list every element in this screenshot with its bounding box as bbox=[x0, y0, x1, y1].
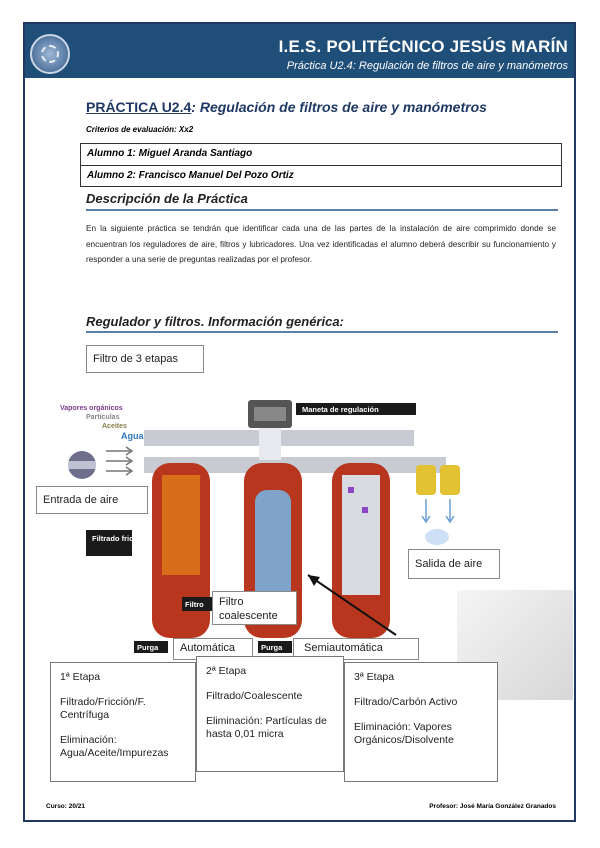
label-purga-1: Purga bbox=[137, 643, 159, 652]
evaluation-criteria: Criterios de evaluación: Xx2 bbox=[86, 125, 193, 134]
stage-1-process: Filtrado/Fricción/F. Centrífuga bbox=[60, 696, 186, 722]
label-agua: Agua bbox=[121, 431, 144, 441]
label-purga-2: Purga bbox=[261, 643, 283, 652]
stage-2-removal: Eliminación: Partículas de hasta 0,01 mi… bbox=[206, 715, 334, 741]
stage-2-title: 2ª Etapa bbox=[206, 665, 334, 678]
label-vapores: Vapores orgánicos bbox=[60, 405, 123, 412]
callout-filtro-coalescente: Filtro coalescente bbox=[212, 591, 297, 625]
label-maneta: Maneta de regulación bbox=[302, 405, 379, 414]
footer-teacher: Profesor: José María González Granados bbox=[429, 803, 556, 810]
header-subtitle: Práctica U2.4: Regulación de filtros de … bbox=[287, 60, 568, 72]
description-text: En la siguiente práctica se tendrán que … bbox=[86, 221, 556, 268]
outlet-fitting-icon bbox=[416, 465, 436, 495]
description-rule bbox=[86, 209, 558, 211]
label-particulas: Partículas bbox=[86, 414, 120, 421]
label-filtrado-friccion: Filtrado fricción bbox=[92, 534, 149, 543]
incoming-air-arrows-icon bbox=[106, 447, 132, 475]
callout-salida-aire: Salida de aire bbox=[408, 549, 500, 579]
practice-title-text: : Regulación de filtros de aire y manóme… bbox=[191, 99, 487, 115]
practice-title: PRÁCTICA U2.4: Regulación de filtros de … bbox=[86, 99, 487, 115]
school-logo bbox=[30, 34, 70, 74]
label-aceites: Aceites bbox=[102, 423, 127, 430]
stage-3-process: Filtrado/Carbón Activo bbox=[354, 696, 488, 709]
student-1: Alumno 1: Miguel Aranda Santiago bbox=[81, 144, 561, 165]
callout-entrada-aire: Entrada de aire bbox=[36, 486, 148, 514]
practice-code: PRÁCTICA U2.4 bbox=[86, 99, 191, 115]
description-heading: Descripción de la Práctica bbox=[86, 191, 248, 206]
school-title: I.E.S. POLITÉCNICO JESÚS MARÍN bbox=[279, 37, 568, 57]
footer-course: Curso: 20/21 bbox=[46, 803, 85, 810]
label-filtro-tag: Filtro bbox=[185, 600, 204, 609]
stage-3-title: 3ª Etapa bbox=[354, 671, 488, 684]
stage-2: 2ª Etapa Filtrado/Coalescente Eliminació… bbox=[196, 656, 344, 772]
stage-3: 3ª Etapa Filtrado/Carbón Activo Eliminac… bbox=[344, 662, 498, 782]
stage-2-process: Filtrado/Coalescente bbox=[206, 690, 334, 703]
info-heading: Regulador y filtros. Información genéric… bbox=[86, 314, 344, 329]
stage-1: 1ª Etapa Filtrado/Fricción/F. Centrífuga… bbox=[50, 662, 196, 782]
stage-1-title: 1ª Etapa bbox=[60, 671, 186, 684]
callout-filtro-3-etapas: Filtro de 3 etapas bbox=[86, 345, 204, 373]
students-box: Alumno 1: Miguel Aranda Santiago Alumno … bbox=[80, 143, 562, 187]
outgoing-air-arrows-icon bbox=[422, 499, 454, 522]
student-2: Alumno 2: Francisco Manuel Del Pozo Orti… bbox=[81, 165, 561, 186]
stage-3-removal: Eliminación: Vapores Orgánicos/Disolvent… bbox=[354, 721, 488, 747]
info-rule bbox=[86, 331, 558, 333]
stage-1-removal: Eliminación: Agua/Aceite/Impurezas bbox=[60, 734, 186, 760]
stages-row: 1ª Etapa Filtrado/Fricción/F. Centrífuga… bbox=[50, 662, 498, 782]
